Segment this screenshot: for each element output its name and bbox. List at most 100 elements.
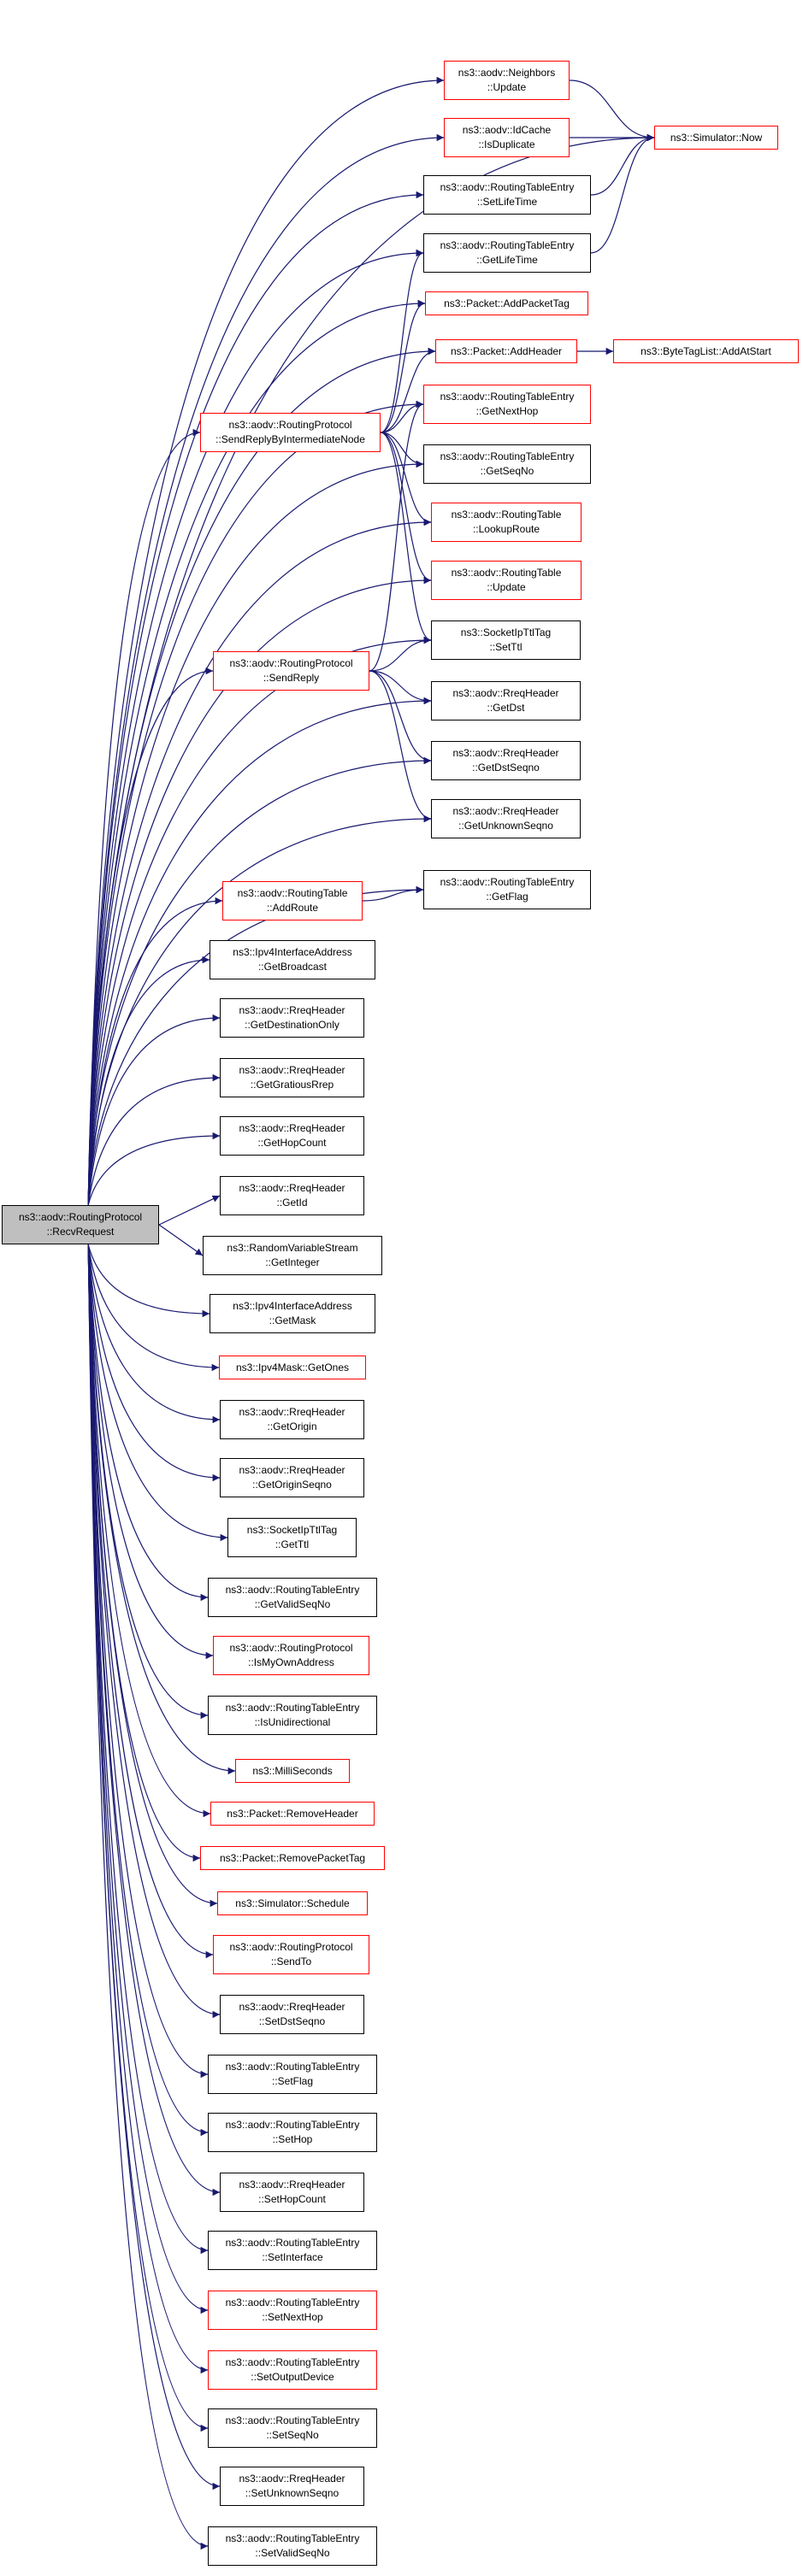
node-addheader[interactable]: ns3::Packet::AddHeader xyxy=(435,339,577,363)
edge-root-to-rt-lookup xyxy=(87,518,432,1206)
node-label: ns3::aodv::RoutingTableEntry xyxy=(225,2061,360,2073)
node-ismyown[interactable]: ns3::aodv::RoutingProtocol::IsMyOwnAddre… xyxy=(213,1636,369,1675)
node-setinterface: ns3::aodv::RoutingTableEntry::SetInterfa… xyxy=(208,2231,377,2270)
node-label: ::SetLifeTime xyxy=(476,196,538,208)
node-label: ns3::aodv::RoutingProtocol xyxy=(228,419,352,431)
node-label: ::GetOrigin xyxy=(267,1420,317,1432)
node-label: ::SetFlag xyxy=(271,2075,314,2087)
node-rreq-getdst: ns3::aodv::RreqHeader::GetDst xyxy=(431,681,581,720)
edge-sendreplyint-to-rt-update xyxy=(380,432,432,585)
node-label: ::GetLifeTime xyxy=(476,254,538,266)
node-setflag: ns3::aodv::RoutingTableEntry::SetFlag xyxy=(208,2055,377,2094)
node-label: ns3::aodv::RoutingTableEntry xyxy=(225,2237,360,2249)
edge-sendreply-to-rte-getnexthop xyxy=(369,400,424,672)
edge-root-to-getbroadcast xyxy=(87,956,210,1206)
edge-root-to-getdestonly xyxy=(87,1014,221,1206)
node-sendreplyint[interactable]: ns3::aodv::RoutingProtocol::SendReplyByI… xyxy=(200,413,381,452)
node-label: ns3::aodv::RoutingTableEntry xyxy=(225,2119,360,2131)
node-sendreply[interactable]: ns3::aodv::RoutingProtocol::SendReply xyxy=(213,651,369,691)
node-isuni: ns3::aodv::RoutingTableEntry::IsUnidirec… xyxy=(208,1696,377,1735)
edge-root-to-gethopcount xyxy=(87,1132,221,1206)
edge-root-to-setflag xyxy=(87,1244,209,2079)
node-removeheader[interactable]: ns3::Packet::RemoveHeader xyxy=(210,1802,375,1826)
node-removepackettag[interactable]: ns3::Packet::RemovePacketTag xyxy=(200,1846,385,1870)
node-label: ::SetDstSeqno xyxy=(258,2015,326,2027)
node-label: ns3::aodv::RreqHeader xyxy=(239,1064,345,1076)
node-setoutputdev[interactable]: ns3::aodv::RoutingTableEntry::SetOutputD… xyxy=(208,2350,377,2390)
node-getones[interactable]: ns3::Ipv4Mask::GetOnes xyxy=(219,1356,366,1379)
edge-root-to-sethopcount xyxy=(87,1244,221,2197)
node-millis[interactable]: ns3::MilliSeconds xyxy=(235,1759,350,1783)
node-label: ns3::SocketIpTtlTag xyxy=(460,626,552,638)
node-label: ns3::aodv::RoutingProtocol xyxy=(229,657,353,669)
node-label: ns3::aodv::RreqHeader xyxy=(239,2001,345,2013)
node-label: ns3::aodv::RreqHeader xyxy=(239,1182,345,1194)
node-label: ::GetTtl xyxy=(275,1538,310,1550)
node-label: ::SetTtl xyxy=(489,641,523,653)
node-label: ns3::aodv::RoutingTableEntry xyxy=(225,2414,360,2426)
node-neighbors-update[interactable]: ns3::aodv::Neighbors::Update xyxy=(444,61,570,100)
node-getinteger: ns3::RandomVariableStream::GetInteger xyxy=(203,1236,382,1275)
node-label: ::GetDestinationOnly xyxy=(245,1019,340,1031)
node-label: ns3::aodv::IdCache xyxy=(462,124,552,136)
node-setunknown: ns3::aodv::RreqHeader::SetUnknownSeqno xyxy=(220,2467,364,2506)
edge-root-to-rt-update xyxy=(87,576,432,1206)
node-label: ns3::aodv::RreqHeader xyxy=(239,1004,345,1016)
node-label: ::GetSeqNo xyxy=(480,465,534,477)
node-now[interactable]: ns3::Simulator::Now xyxy=(654,126,778,150)
node-label: ::IsUnidirectional xyxy=(254,1716,331,1728)
node-rte-getseqno: ns3::aodv::RoutingTableEntry::GetSeqNo xyxy=(423,444,591,484)
node-setseqno: ns3::aodv::RoutingTableEntry::SetSeqNo xyxy=(208,2408,377,2448)
edge-root-to-addpackettag xyxy=(87,299,426,1206)
node-label: ns3::aodv::RoutingTableEntry xyxy=(440,876,575,888)
edge-root-to-setunknown xyxy=(87,1244,221,2491)
node-label: ns3::aodv::RreqHeader xyxy=(239,2179,345,2191)
edge-root-to-getones xyxy=(87,1244,220,1372)
node-getid: ns3::aodv::RreqHeader::GetId xyxy=(220,1176,364,1215)
node-label: ::GetDst xyxy=(487,702,525,714)
node-setttl: ns3::SocketIpTtlTag::SetTtl xyxy=(431,620,581,660)
node-label: ::GetMask xyxy=(269,1314,316,1326)
node-getorigin: ns3::aodv::RreqHeader::GetOrigin xyxy=(220,1400,364,1439)
node-label: ::GetNextHop xyxy=(475,405,539,417)
node-label: ns3::aodv::RoutingTableEntry xyxy=(440,181,575,193)
edge-root-to-getttl xyxy=(87,1244,228,1542)
edge-root-to-isuni xyxy=(87,1244,209,1720)
node-label: ::Update xyxy=(487,81,527,93)
edge-root-to-setdstseqno xyxy=(87,1244,221,2019)
node-setnexthop[interactable]: ns3::aodv::RoutingTableEntry::SetNextHop xyxy=(208,2291,377,2330)
edge-sendreplyint-to-setttl xyxy=(380,432,432,644)
node-label: ns3::aodv::RreqHeader xyxy=(452,805,559,817)
node-addpackettag[interactable]: ns3::Packet::AddPacketTag xyxy=(425,291,588,315)
node-rt-update[interactable]: ns3::aodv::RoutingTable::Update xyxy=(431,561,582,600)
node-label: ns3::Packet::AddHeader xyxy=(450,344,563,357)
node-rte-setlifetime: ns3::aodv::RoutingTableEntry::SetLifeTim… xyxy=(423,175,591,215)
edge-sendreply-to-rreq-getunknown xyxy=(369,670,432,823)
node-label: ns3::aodv::RreqHeader xyxy=(452,747,559,759)
edge-root-to-rte-getflag xyxy=(87,885,424,1206)
node-rt-lookup[interactable]: ns3::aodv::RoutingTable::LookupRoute xyxy=(431,503,582,542)
node-label: ns3::aodv::RoutingTableEntry xyxy=(440,391,575,403)
node-sendto[interactable]: ns3::aodv::RoutingProtocol::SendTo xyxy=(213,1935,369,1974)
edge-neighbors-update-to-now xyxy=(569,79,655,142)
node-rte-getnexthop[interactable]: ns3::aodv::RoutingTableEntry::GetNextHop xyxy=(423,385,591,424)
node-label: ::SetNextHop xyxy=(262,2311,323,2323)
node-label: ns3::Simulator::Schedule xyxy=(235,1897,350,1909)
edge-root-to-getid xyxy=(158,1195,221,1226)
node-label: ::GetHopCount xyxy=(257,1137,327,1149)
node-label: ns3::Simulator::Now xyxy=(670,131,763,144)
node-getmask: ns3::Ipv4InterfaceAddress::GetMask xyxy=(210,1294,375,1333)
edge-sendreplyint-to-addheader xyxy=(380,347,436,433)
node-bytetag[interactable]: ns3::ByteTagList::AddAtStart xyxy=(613,339,799,363)
node-label: ::IsMyOwnAddress xyxy=(248,1656,334,1668)
node-idcache[interactable]: ns3::aodv::IdCache::IsDuplicate xyxy=(444,118,570,157)
node-label: ns3::aodv::RoutingTableEntry xyxy=(225,1584,360,1596)
node-label: ns3::aodv::RoutingProtocol xyxy=(229,1941,353,1953)
node-schedule[interactable]: ns3::Simulator::Schedule xyxy=(217,1891,368,1915)
edge-sendreply-to-rreq-getdstseqno xyxy=(369,670,432,765)
node-label: ns3::Ipv4InterfaceAddress xyxy=(233,946,352,958)
edge-root-to-getvalidseqno xyxy=(87,1244,209,1602)
node-label: ns3::aodv::RoutingTableEntry xyxy=(440,239,575,251)
node-label: ::GetUnknownSeqno xyxy=(458,820,553,832)
node-rt-addroute[interactable]: ns3::aodv::RoutingTable::AddRoute xyxy=(222,881,363,920)
